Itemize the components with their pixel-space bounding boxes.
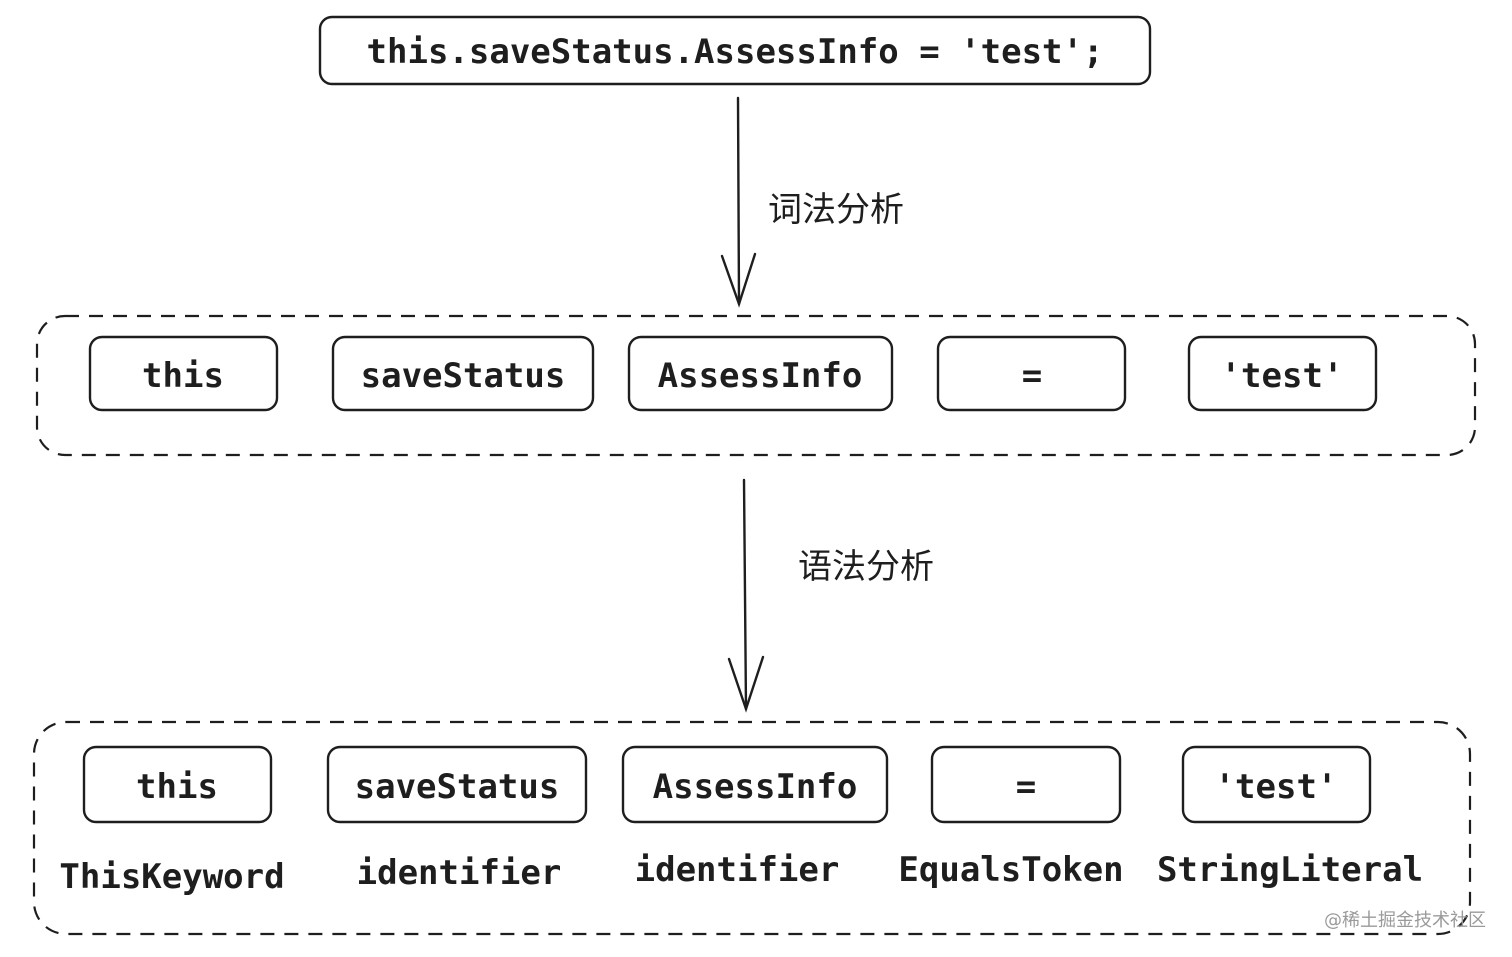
syntax-token-text: 'test' [1215, 767, 1338, 807]
lexical-arrow [720, 96, 757, 308]
syntax-token-box [326, 745, 588, 824]
lexical-arrow-shaft [736, 96, 741, 306]
syntax-tokens-group [32, 720, 1472, 936]
syntax-token-kind: EqualsToken [898, 850, 1123, 890]
watermark-text: @稀土掘金技术社区 [1324, 910, 1486, 931]
lexical-token-text: AssessInfo [658, 356, 863, 396]
lexical-token-text: = [1022, 356, 1042, 396]
lexical-token-box [936, 335, 1127, 412]
lexical-token: saveStatus [331, 335, 595, 412]
syntax-token-box [82, 745, 273, 824]
syntax-arrow [727, 478, 765, 713]
lexical-token: AssessInfo [627, 335, 894, 412]
syntax-token: = EqualsToken [898, 745, 1124, 890]
syntax-token-text: saveStatus [355, 767, 560, 807]
source-code-node: this.saveStatus.AssessInfo = 'test'; [318, 15, 1152, 86]
lexical-token-box [88, 335, 279, 412]
syntax-token: 'test' StringLiteral [1157, 745, 1423, 890]
syntax-token-kind: identifier [357, 853, 562, 893]
lexical-token-text: this [142, 356, 224, 396]
syntax-token: AssessInfo identifier [621, 745, 889, 890]
syntax-token: this ThisKeyword [59, 745, 285, 897]
syntax-token-kind: StringLiteral [1157, 850, 1423, 890]
syntax-token-text: = [1016, 767, 1036, 807]
lexical-token: = [936, 335, 1127, 412]
lexical-token-text: saveStatus [361, 356, 566, 396]
syntax-token-box [621, 745, 889, 824]
syntax-token-box [1181, 745, 1372, 824]
syntax-analysis-label: 语法分析 [798, 547, 934, 587]
lexical-token-box [627, 335, 894, 412]
lexical-tokens-group [35, 314, 1477, 457]
syntax-token-text: AssessInfo [653, 767, 858, 807]
lexical-token: 'test' [1187, 335, 1378, 412]
lexical-analysis-label: 词法分析 [768, 190, 904, 230]
syntax-token-kind: ThisKeyword [59, 857, 284, 897]
syntax-arrow-head [727, 655, 765, 713]
syntax-token-box [930, 745, 1122, 824]
lexical-arrow-head [720, 252, 757, 308]
lexical-token-box [1187, 335, 1378, 412]
syntax-token-kind: identifier [635, 850, 840, 890]
lexical-token-text: 'test' [1221, 356, 1344, 396]
lexical-token: this [88, 335, 279, 412]
source-code-box [318, 15, 1152, 86]
syntax-arrow-shaft [742, 478, 748, 711]
lexical-token-box [331, 335, 595, 412]
source-code-text: this.saveStatus.AssessInfo = 'test'; [367, 32, 1104, 72]
syntax-token: saveStatus identifier [326, 745, 588, 893]
syntax-token-text: this [136, 767, 218, 807]
